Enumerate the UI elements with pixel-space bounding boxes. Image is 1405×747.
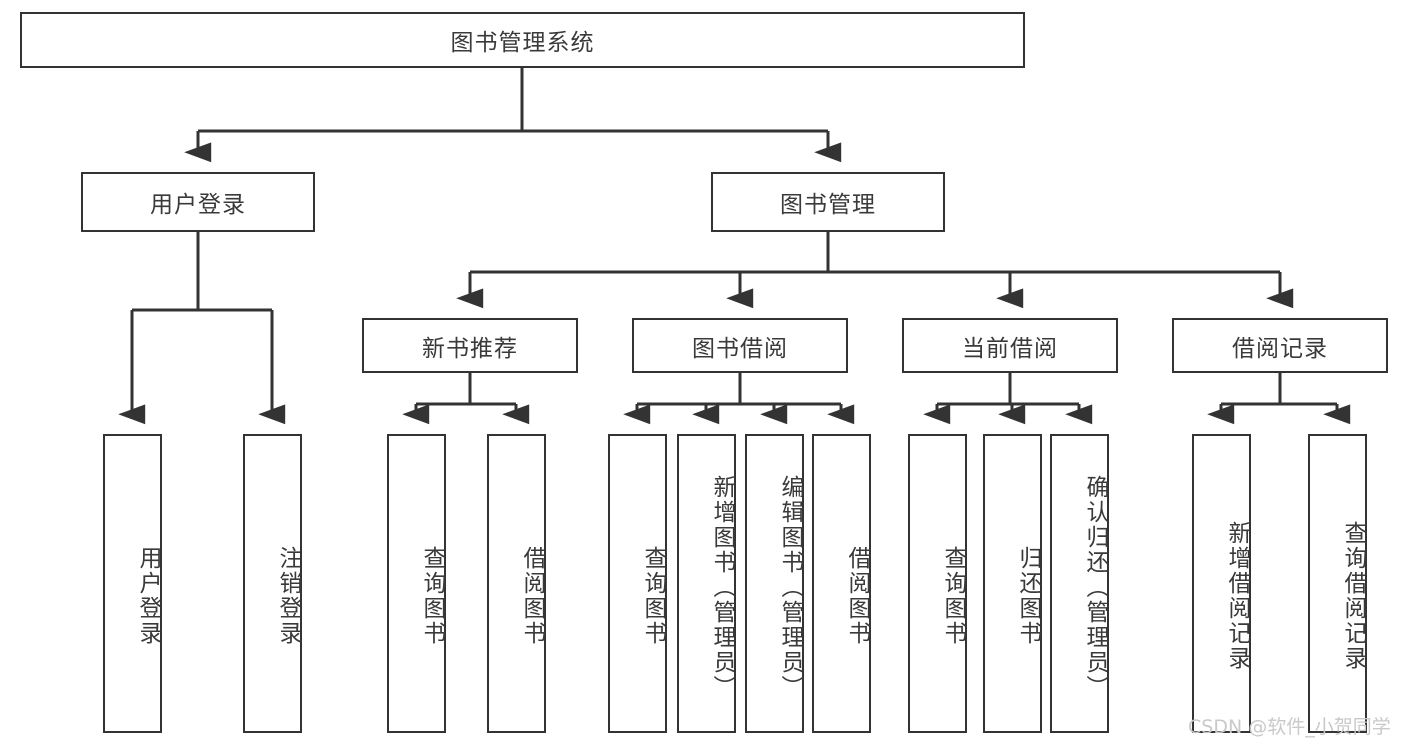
node-leaf-query-record-label: 查询借阅记录 [1340,520,1366,671]
node-root[interactable]: 图书管理系统 [20,12,1025,68]
node-leaf-add-record[interactable]: 新增借阅记录 [1192,434,1251,733]
csdn-watermark: CSDN @软件_小贺同学 [1188,716,1391,738]
node-leaf-query-record[interactable]: 查询借阅记录 [1308,434,1367,733]
node-leaf-borrow-book-rec-label: 借阅图书 [519,545,545,646]
node-leaf-add-record-label: 新增借阅记录 [1224,520,1250,671]
node-leaf-logout-label: 注销登录 [275,545,301,646]
node-user-login-label: 用户登录 [150,192,246,218]
node-leaf-borrow-book-label: 借阅图书 [844,545,870,646]
node-book-manage-label: 图书管理 [780,192,876,218]
node-leaf-edit-book[interactable]: 编辑图书（管理员） [745,434,804,733]
node-leaf-query-book-borrow[interactable]: 查询图书 [608,434,667,733]
node-leaf-borrow-book-rec[interactable]: 借阅图书 [487,434,546,733]
node-leaf-user-login-label: 用户登录 [135,545,161,646]
node-leaf-add-book[interactable]: 新增图书（管理员） [677,434,736,733]
node-current-borrow-label: 当前借阅 [962,335,1058,362]
node-leaf-return-book[interactable]: 归还图书 [983,434,1042,733]
node-leaf-query-book-borrow-label: 查询图书 [640,545,666,646]
node-borrow-record-label: 借阅记录 [1232,335,1328,362]
node-user-login[interactable]: 用户登录 [81,172,315,232]
node-new-book-rec[interactable]: 新书推荐 [362,318,578,373]
node-leaf-query-book-rec-label: 查询图书 [419,545,445,646]
node-leaf-query-book-cur-label: 查询图书 [940,545,966,646]
node-book-borrow-label: 图书借阅 [692,335,788,362]
node-root-label: 图书管理系统 [450,30,595,56]
node-leaf-logout[interactable]: 注销登录 [243,434,302,733]
node-leaf-confirm-return-label: 确认归还（管理员） [1082,475,1108,700]
node-leaf-add-book-label: 新增图书（管理员） [709,475,735,700]
node-borrow-record[interactable]: 借阅记录 [1172,318,1388,373]
node-book-manage[interactable]: 图书管理 [711,172,945,232]
node-leaf-edit-book-label: 编辑图书（管理员） [777,475,803,700]
node-new-book-rec-label: 新书推荐 [422,335,518,362]
node-leaf-query-book-cur[interactable]: 查询图书 [908,434,967,733]
node-current-borrow[interactable]: 当前借阅 [902,318,1118,373]
node-leaf-borrow-book[interactable]: 借阅图书 [812,434,871,733]
node-leaf-query-book-rec[interactable]: 查询图书 [387,434,446,733]
node-leaf-return-book-label: 归还图书 [1015,545,1041,646]
node-leaf-user-login[interactable]: 用户登录 [103,434,162,733]
node-leaf-confirm-return[interactable]: 确认归还（管理员） [1050,434,1109,733]
node-book-borrow[interactable]: 图书借阅 [632,318,848,373]
